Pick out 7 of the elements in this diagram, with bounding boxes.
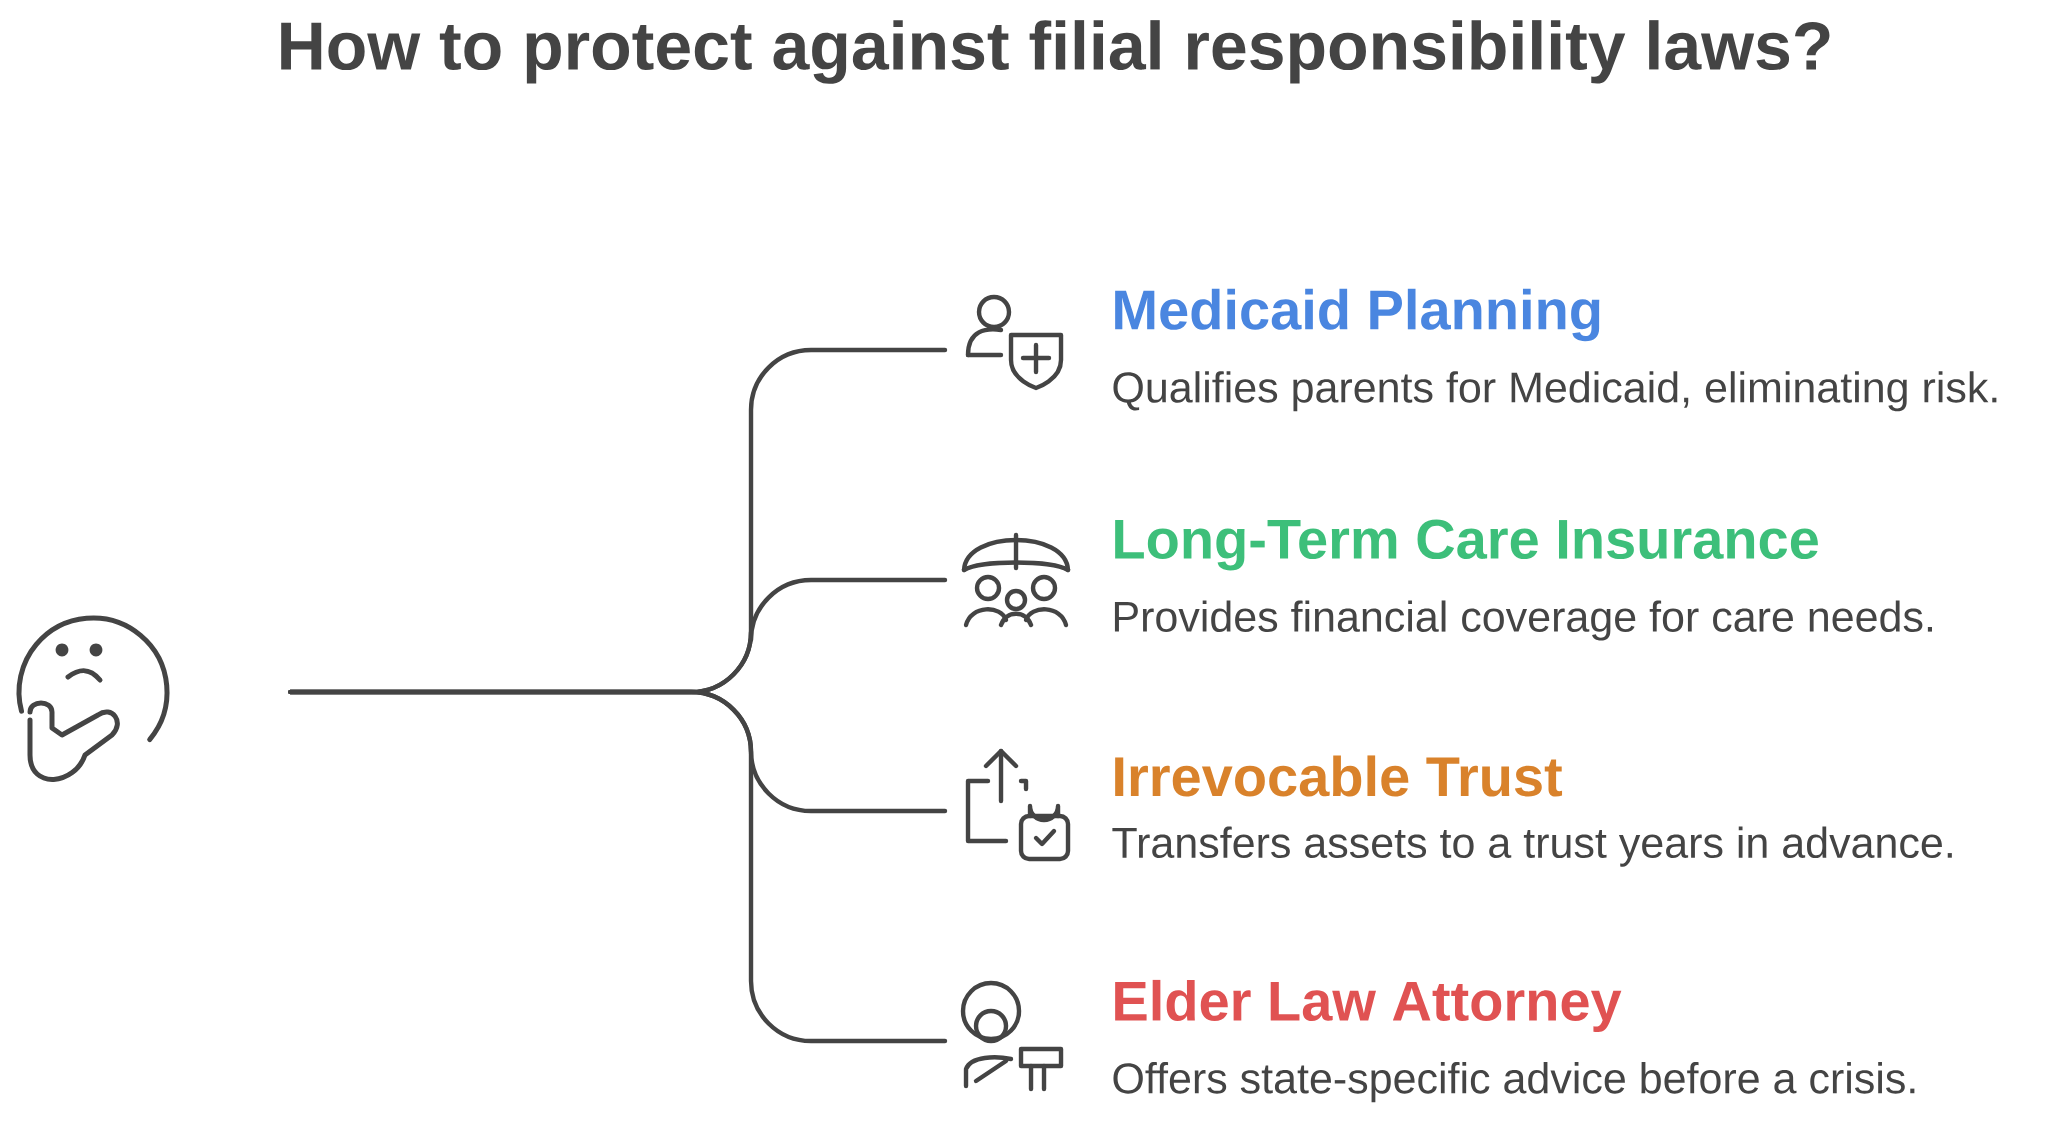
option-text: Long-Term Care Insurance Provides financial coverage for care needs. <box>1114 519 1932 641</box>
option-text: Irrevocable Trust Transfers assets to a trust years in advance. <box>1112 755 1952 867</box>
title: How to protect against filial responsibility laws? <box>281 20 1830 84</box>
thinking-face-drawing <box>16 615 170 782</box>
connector <box>288 689 948 1044</box>
option-text: Elder Law Attorney Offers state-specific advice before a crisis. <box>1113 979 1915 1103</box>
option-text: Medicaid Planning Qualifies parents for Medicaid, eliminating risk. <box>1113 288 1997 412</box>
